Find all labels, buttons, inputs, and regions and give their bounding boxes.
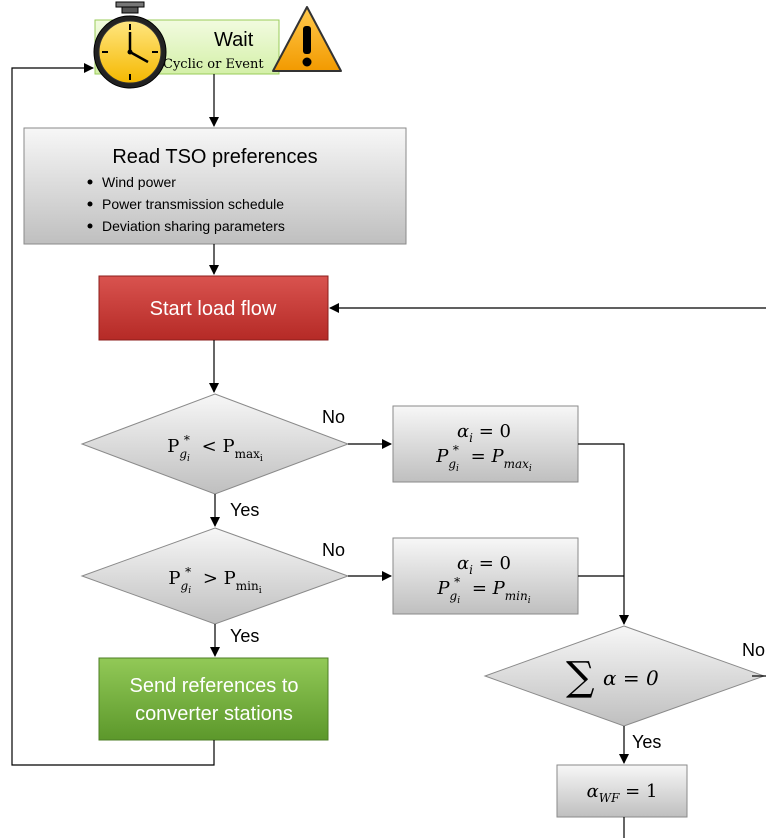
bullet-dot bbox=[87, 179, 93, 185]
label-no-max: No bbox=[322, 407, 345, 427]
amax-l1-rhs: = 0 bbox=[479, 421, 511, 442]
svg-text:αWF = 1: αWF = 1 bbox=[587, 781, 658, 805]
connectors bbox=[11, 63, 766, 838]
dmax-rhs-sub-i: i bbox=[260, 454, 263, 464]
svg-text:Pgi* < Pmaxi: Pgi* < Pmaxi bbox=[167, 433, 263, 464]
label-yes-max: Yes bbox=[230, 500, 259, 520]
amax-l2-rhs-sub: max bbox=[504, 457, 530, 471]
dmin-lhs: P bbox=[168, 568, 180, 589]
amin-l2-sub-i: i bbox=[457, 596, 460, 606]
amax-l2-rhs-var: P bbox=[490, 446, 504, 467]
dmax-rhs: P bbox=[222, 436, 234, 457]
read-tso-bullet-1: Wind power bbox=[102, 174, 176, 190]
decision-sum-alpha: ∑ α = 0 bbox=[483, 625, 766, 727]
sigma-symbol: ∑ bbox=[566, 654, 595, 700]
amax-l2-sub-i: i bbox=[456, 464, 459, 474]
start-load-flow-box: Start load flow bbox=[98, 275, 329, 341]
dmin-rhs: P bbox=[224, 568, 236, 589]
awf-var: α bbox=[587, 781, 599, 802]
arrow-send-wait bbox=[11, 63, 215, 766]
amin-l2-rhs-var: P bbox=[492, 578, 506, 599]
label-no-min: No bbox=[322, 540, 345, 560]
read-tso-bullet-3: Deviation sharing parameters bbox=[102, 218, 285, 234]
dmax-lhs-sub-i: i bbox=[187, 454, 190, 464]
amin-l2-rhs-sub: min bbox=[505, 589, 528, 603]
amin-l2-var: P bbox=[436, 578, 450, 599]
svg-text:αi = 0: αi = 0 bbox=[457, 421, 511, 445]
bullet-dot bbox=[87, 201, 93, 207]
amax-l2-eq: = bbox=[471, 446, 486, 467]
action-min-box: αi = 0 Pgi* = Pmini bbox=[392, 537, 579, 615]
send-references-box: Send references to converter stations bbox=[98, 657, 329, 741]
dmin-lhs-sub: g bbox=[181, 579, 189, 593]
dmin-lhs-sup: * bbox=[185, 565, 191, 579]
decision-pmax: Pgi* < Pmaxi bbox=[80, 393, 350, 495]
bullet-dot bbox=[87, 223, 93, 229]
wait-subtitle: Cyclic or Event bbox=[163, 57, 264, 72]
dmax-rhs-sub: max bbox=[235, 447, 261, 461]
amax-l1-sub: i bbox=[469, 431, 473, 445]
dmin-rhs-sub-i: i bbox=[259, 586, 262, 596]
label-no-sum: No bbox=[742, 640, 765, 660]
amin-l1-sub: i bbox=[469, 563, 473, 577]
dmin-rhs-sub: min bbox=[236, 579, 259, 593]
send-line-2: converter stations bbox=[135, 703, 293, 725]
decision-pmin: Pgi* > Pmini bbox=[80, 527, 350, 625]
wait-title: Wait bbox=[214, 29, 254, 51]
amax-l2-sup: * bbox=[453, 443, 459, 457]
amax-l1-var: α bbox=[457, 421, 469, 442]
amin-l2-sup: * bbox=[454, 575, 460, 589]
stopwatch-icon bbox=[93, 1, 167, 89]
arrow-amax-sum bbox=[578, 443, 629, 625]
start-load-flow-label: Start load flow bbox=[150, 298, 277, 320]
awf-sub: WF bbox=[599, 791, 620, 805]
dmin-lhs-sub-i: i bbox=[188, 586, 191, 596]
dmax-op: < bbox=[202, 436, 217, 457]
read-tso-title: Read TSO preferences bbox=[112, 146, 317, 168]
dmax-lhs-sub: g bbox=[179, 447, 187, 461]
svg-text:αi = 0: αi = 0 bbox=[457, 553, 511, 577]
label-yes-sum: Yes bbox=[632, 732, 661, 752]
svg-text:Pgi* = Pmini: Pgi* = Pmini bbox=[436, 575, 530, 606]
amin-l2-sub: g bbox=[450, 589, 458, 603]
svg-text:Pgi* > Pmini: Pgi* > Pmini bbox=[168, 565, 261, 596]
awf-rhs: = 1 bbox=[625, 781, 657, 802]
amax-l2-rhs-sub-i: i bbox=[529, 464, 532, 474]
amin-l2-eq: = bbox=[472, 578, 487, 599]
read-tso-bullet-2: Power transmission schedule bbox=[102, 196, 284, 212]
warning-icon bbox=[272, 6, 342, 72]
read-tso-box: Read TSO preferences Wind power Power tr… bbox=[23, 127, 407, 245]
dmin-op: > bbox=[203, 568, 218, 589]
dmax-lhs: P bbox=[167, 436, 179, 457]
label-yes-min: Yes bbox=[230, 626, 259, 646]
amax-l2-sub: g bbox=[448, 457, 456, 471]
alpha-wf-box: αWF = 1 bbox=[556, 764, 688, 818]
amin-l2-rhs-sub-i: i bbox=[528, 596, 531, 606]
dmax-lhs-sup: * bbox=[184, 433, 190, 447]
amin-l1-var: α bbox=[457, 553, 469, 574]
sum-expression: α = 0 bbox=[603, 666, 659, 690]
action-max-box: αi = 0 Pgi* = Pmaxi bbox=[392, 405, 579, 483]
amin-l1-rhs: = 0 bbox=[479, 553, 511, 574]
send-line-1: Send references to bbox=[130, 675, 299, 697]
amax-l2-var: P bbox=[435, 446, 449, 467]
svg-text:Pgi* = Pmaxi: Pgi* = Pmaxi bbox=[435, 443, 532, 474]
